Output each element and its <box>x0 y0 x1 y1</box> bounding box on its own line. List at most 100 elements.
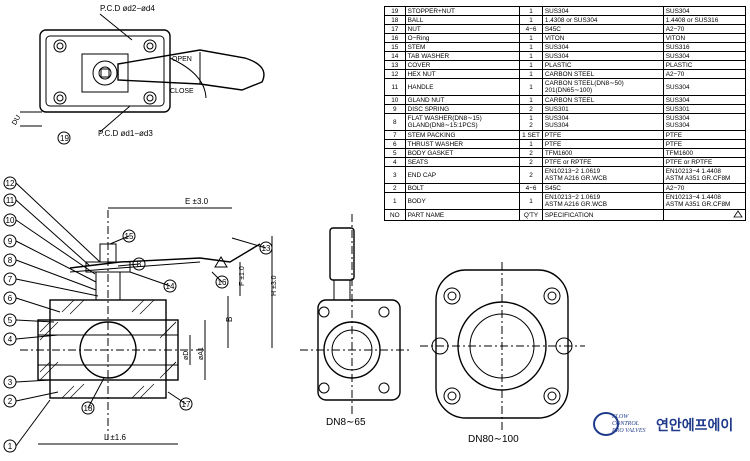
part-name: BODY GASKET <box>404 148 521 158</box>
callout-19: 19 <box>60 134 69 143</box>
du-label: DU <box>11 114 22 126</box>
part-no: 19 <box>384 6 406 16</box>
part-no: 6 <box>384 139 406 149</box>
callout-bubble <box>3 234 17 248</box>
callout-bubble <box>3 291 17 305</box>
pcd-bottom-label: P.C.D ød1−ød3 <box>98 129 153 138</box>
part-name: FLAT WASHER(DN8∼15)GLAND(DN8∼15:1PCS) <box>404 113 521 131</box>
callout-leader <box>15 182 101 263</box>
header-qty: Q'TY <box>519 209 543 221</box>
part-qty: 4−6 <box>519 183 543 193</box>
part-spec-2: SUS304 <box>662 6 747 16</box>
callout-bubble <box>3 176 17 190</box>
part-name: O−Ring <box>404 33 521 43</box>
part-qty: 1 <box>519 78 543 96</box>
part-spec-2: TFM1600 <box>662 148 747 158</box>
part-name: HEX NUT <box>404 69 521 79</box>
part-no: 17 <box>384 24 406 34</box>
part-spec: SUS301 <box>541 104 664 114</box>
pcd-top-label: P.C.D ød2−ød4 <box>100 4 155 13</box>
part-spec-2: 1.4408 or SUS316 <box>662 15 747 25</box>
logo-line2: CONTROL <box>612 421 640 427</box>
callout-6: 6 <box>8 294 13 303</box>
part-name: STEM <box>404 42 521 52</box>
logo-line1: FLOW <box>611 414 629 420</box>
part-no: 8 <box>384 113 406 131</box>
callout-17: 17 <box>182 400 191 409</box>
part-spec: 1.4308 or SUS304 <box>541 15 664 25</box>
label-dn-large: DN80∼100 <box>468 434 519 445</box>
part-spec-2: SUS304 <box>662 95 747 105</box>
company-logo: FLOW CONTROL PRO VALVES 연안에프에이 <box>592 411 747 437</box>
part-spec-2: VITON <box>662 33 747 43</box>
dim-b: B <box>225 317 234 322</box>
callout-leader <box>15 399 51 447</box>
callout-11: 11 <box>6 196 15 205</box>
callout-leader <box>15 379 51 383</box>
dim-l: L ±1.6 <box>104 433 126 442</box>
callout-7: 7 <box>8 275 13 284</box>
callout-16: 16 <box>218 278 227 287</box>
part-no: 13 <box>384 60 406 70</box>
part-no: 2 <box>384 183 406 193</box>
part-no: 1 <box>384 192 406 210</box>
part-name: DISC SPRING <box>404 104 521 114</box>
part-qty: 1 <box>519 33 543 43</box>
part-no: 4 <box>384 157 406 167</box>
callout-14: 14 <box>166 282 175 291</box>
header-revision <box>662 209 747 221</box>
part-qty: 1 <box>519 69 543 79</box>
logo-korean: 연안에프에이 <box>656 417 733 434</box>
part-name: END CAP <box>404 166 521 184</box>
large-view: DN80∼100 <box>420 262 585 445</box>
part-spec-2: PLASTIC <box>662 60 747 70</box>
callout-leader <box>211 271 223 283</box>
part-spec: PLASTIC <box>541 60 664 70</box>
part-spec: VITON <box>541 33 664 43</box>
part-spec: SUS304 <box>541 6 664 16</box>
callout-leader <box>117 263 140 267</box>
part-spec-2: SUS316 <box>662 42 747 52</box>
part-spec: PTFE or RPTFE <box>541 157 664 167</box>
callout-leader <box>109 235 130 245</box>
callout-10: 10 <box>6 216 15 225</box>
part-qty: 2 <box>519 166 543 184</box>
callout-8: 8 <box>8 256 13 265</box>
dim-d: øD <box>183 351 190 360</box>
callout-bubble <box>215 275 229 289</box>
part-qty: 2 <box>519 104 543 114</box>
part-qty: 1 <box>519 60 543 70</box>
part-spec: CARBON STEEL(DN8∼50)201(DN65∼100) <box>541 78 664 96</box>
part-name: BODY <box>404 192 521 210</box>
callout-leader <box>15 219 96 275</box>
callout-5: 5 <box>8 316 13 325</box>
callout-1: 1 <box>8 442 13 451</box>
part-spec-2: PTFE <box>662 130 747 140</box>
dim-e: E ±3.0 <box>185 197 209 206</box>
callout-leader <box>15 278 99 297</box>
dim-h: H ±3.0 <box>271 275 278 296</box>
section-view: E ±3.0 H ±3.0 F ±1.0 B øD øA1 L ±1.6 121… <box>3 176 278 453</box>
header-part-name: PART NAME <box>404 209 521 221</box>
part-spec-2: PTFE or RPTFE <box>662 157 747 167</box>
part-spec-2: SUS304 <box>662 51 747 61</box>
callout-3: 3 <box>8 378 13 387</box>
part-name: BALL <box>404 15 521 25</box>
callout-leader <box>15 319 55 323</box>
callout-bubble <box>3 332 17 346</box>
callout-leader <box>15 199 91 267</box>
part-no: 14 <box>384 51 406 61</box>
open-label: OPEN <box>172 56 192 63</box>
